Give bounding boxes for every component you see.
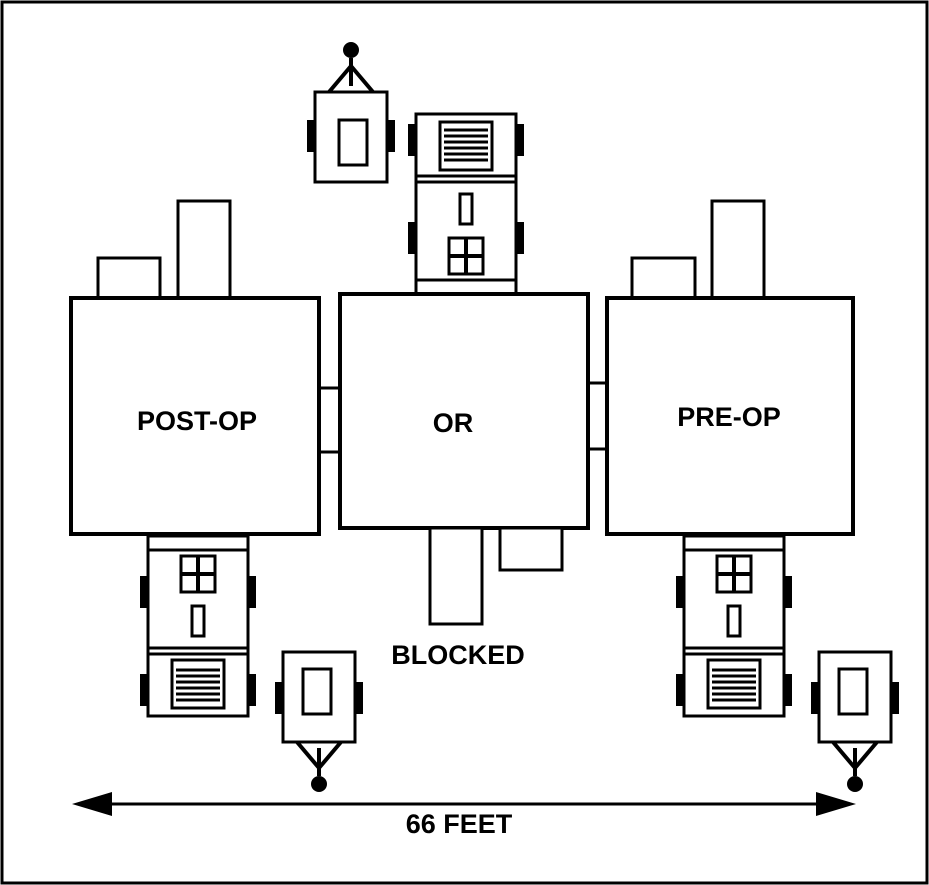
- room-or: [338, 292, 590, 530]
- label-or: OR: [433, 408, 474, 438]
- trailer-top: [305, 40, 397, 184]
- blocked-tall-box: [428, 526, 484, 626]
- label-blocked: BLOCKED: [391, 640, 525, 670]
- truck-bottom-left: [138, 534, 258, 718]
- label-pre-op: PRE-OP: [677, 402, 781, 432]
- post-op-tall-box: [176, 199, 232, 300]
- dimension-arrow: [72, 792, 856, 816]
- connector-or-pre: [586, 381, 609, 451]
- room-pre-op: [605, 296, 855, 536]
- pre-op-tall-box: [710, 199, 766, 300]
- trailer-bottom-left: [273, 650, 365, 794]
- blocked-small-box: [498, 526, 564, 572]
- post-op-small-box: [96, 256, 162, 300]
- label-dimension: 66 FEET: [406, 809, 513, 839]
- connector-post-or: [317, 386, 343, 454]
- truck-top: [406, 112, 526, 296]
- room-post-op: [69, 296, 321, 536]
- label-post-op: POST-OP: [137, 406, 257, 436]
- truck-bottom-right: [674, 534, 794, 718]
- trailer-bottom-right: [809, 650, 901, 794]
- pre-op-small-box: [630, 256, 697, 300]
